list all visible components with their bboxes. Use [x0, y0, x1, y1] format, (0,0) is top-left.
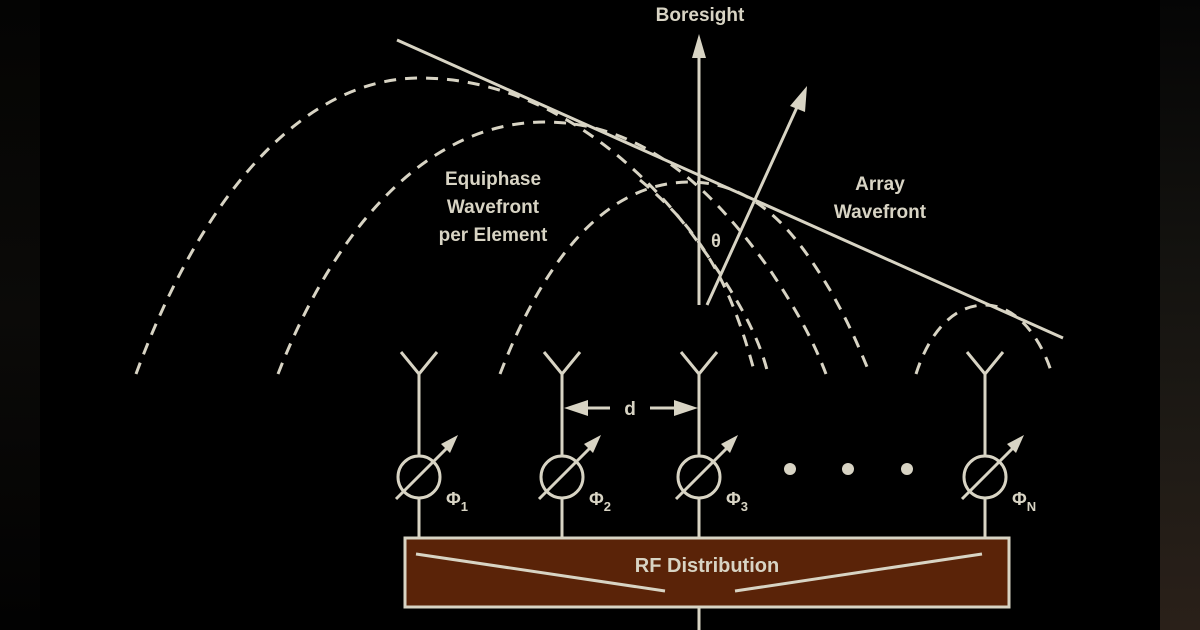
phase-label: Φ1: [446, 489, 468, 514]
antenna-elements: Φ1 Φ2 Φ3 ΦN: [394, 351, 1036, 538]
ellipsis-dot: [842, 463, 854, 475]
antenna-element-3: Φ3: [674, 351, 748, 538]
antenna-icon: [679, 351, 719, 377]
antenna-element-4: ΦN: [960, 351, 1036, 538]
left-edge-band: [0, 0, 40, 630]
antenna-element-1: Φ1: [394, 351, 468, 538]
wavefront-arc-element-2b: [639, 178, 757, 375]
ellipsis-dot: [784, 463, 796, 475]
phase-label: Φ2: [589, 489, 611, 514]
steered-beam-arrow: [705, 86, 807, 306]
boresight-arrow: [692, 34, 706, 305]
ellipsis-dots: [784, 463, 913, 475]
wavefront-arc-element-1: [134, 76, 770, 375]
svg-text:per Element: per Element: [439, 225, 548, 246]
antenna-element-2: Φ2: [537, 351, 611, 538]
equiphase-wavefronts: [134, 76, 1054, 375]
phase-label: Φ3: [726, 489, 748, 514]
phase-label: ΦN: [1012, 489, 1036, 514]
right-edge-band: [1160, 0, 1200, 630]
svg-text:Equiphase: Equiphase: [445, 169, 541, 190]
svg-text:Wavefront: Wavefront: [834, 202, 927, 223]
equiphase-label: Equiphase Wavefront per Element: [439, 169, 548, 246]
array-wavefront-line: [396, 38, 1064, 340]
wavefront-arc-element-n: [914, 303, 1054, 375]
rf-distribution-label: RF Distribution: [635, 555, 779, 577]
wavefront-arc-element-3: [498, 180, 872, 375]
spacing-label: d: [624, 399, 636, 420]
antenna-icon: [399, 351, 439, 377]
rf-distribution-box: RF Distribution: [403, 536, 1011, 630]
antenna-icon: [965, 351, 1005, 377]
svg-text:Array: Array: [855, 174, 905, 195]
svg-text:Wavefront: Wavefront: [447, 197, 540, 218]
spacing-indicator: d: [564, 399, 698, 420]
theta-label: θ: [711, 231, 721, 251]
ellipsis-dot: [901, 463, 913, 475]
boresight-label: Boresight: [656, 5, 745, 26]
antenna-icon: [542, 351, 582, 377]
array-wavefront-label: Array Wavefront: [834, 174, 927, 223]
